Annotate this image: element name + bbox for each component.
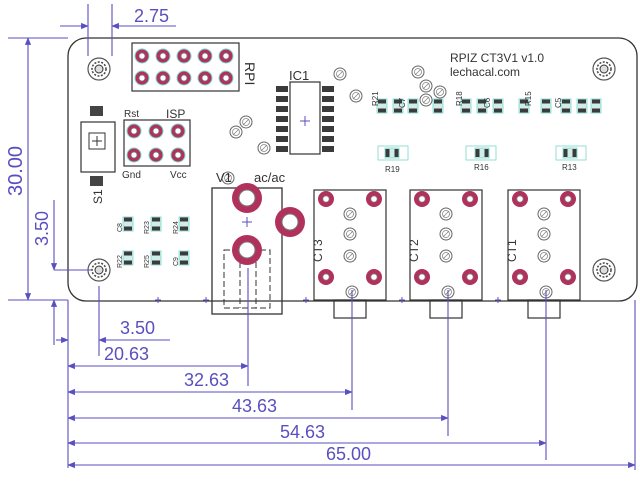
- s1-label: S1: [91, 189, 105, 204]
- dim-top-275: 2.75: [134, 6, 169, 26]
- ic1-chip: [276, 81, 334, 155]
- r21-label: R21: [371, 91, 380, 106]
- c5-label: C5: [554, 97, 563, 108]
- acac-label: ac/ac: [254, 170, 286, 185]
- ct1-label: CT1: [505, 239, 519, 262]
- rpi-label: RPI: [242, 62, 258, 85]
- dim-2063: 20.63: [104, 344, 149, 364]
- ct2-label: CT2: [407, 239, 421, 262]
- c8-label: C8: [117, 223, 124, 232]
- board-title: RPIZ CT3V1 v1.0: [450, 51, 544, 65]
- r23-label: R23: [144, 221, 151, 234]
- dimension-lines: [8, 4, 636, 470]
- r19-component: [384, 147, 400, 159]
- r19-outline: [377, 145, 409, 161]
- isp-header: [123, 119, 191, 167]
- board-url: lechacal.com: [450, 65, 520, 79]
- r16-outline: [465, 145, 497, 161]
- dim-6500: 65.00: [326, 444, 371, 464]
- r18-label: R18: [455, 91, 464, 106]
- ic1-label: IC1: [289, 68, 309, 83]
- v1-label: V1: [216, 170, 232, 185]
- r22-label: R22: [117, 255, 124, 268]
- r13-outline: [555, 145, 587, 161]
- dim-4363: 43.63: [232, 396, 277, 416]
- isp-label: ISP: [166, 107, 185, 121]
- dim-height-3000: 30.00: [5, 146, 27, 196]
- vcc-label: Vcc: [170, 170, 187, 181]
- c9-label: C9: [173, 257, 180, 266]
- r13-label: R13: [562, 163, 577, 172]
- r15-label: R15: [524, 91, 533, 106]
- r13-component: [562, 147, 578, 159]
- r24-label: R24: [173, 221, 180, 234]
- v1-jack: [211, 183, 305, 315]
- mount-hole-tr: [592, 57, 616, 81]
- dim-bottom-350: 3.50: [120, 318, 155, 338]
- mount-hole-tl: [87, 57, 111, 81]
- mount-hole-br: [592, 258, 616, 282]
- r16-component: [474, 147, 490, 159]
- r25-label: R25: [144, 255, 151, 268]
- dim-3263: 32.63: [184, 370, 229, 390]
- dim-height-350: 3.50: [32, 211, 52, 246]
- c7-label: C7: [398, 97, 407, 108]
- dim-5463: 54.63: [280, 422, 325, 442]
- ct3-label: CT3: [311, 239, 325, 262]
- r19-label: R19: [385, 165, 400, 174]
- c6-label: C6: [483, 97, 492, 108]
- s1-switch: [80, 106, 116, 186]
- rst-label: Rst: [124, 109, 139, 120]
- r16-label: R16: [474, 163, 489, 172]
- gnd-label: Gnd: [122, 170, 141, 181]
- rpi-header: [131, 42, 240, 92]
- edge-markers: [155, 297, 501, 303]
